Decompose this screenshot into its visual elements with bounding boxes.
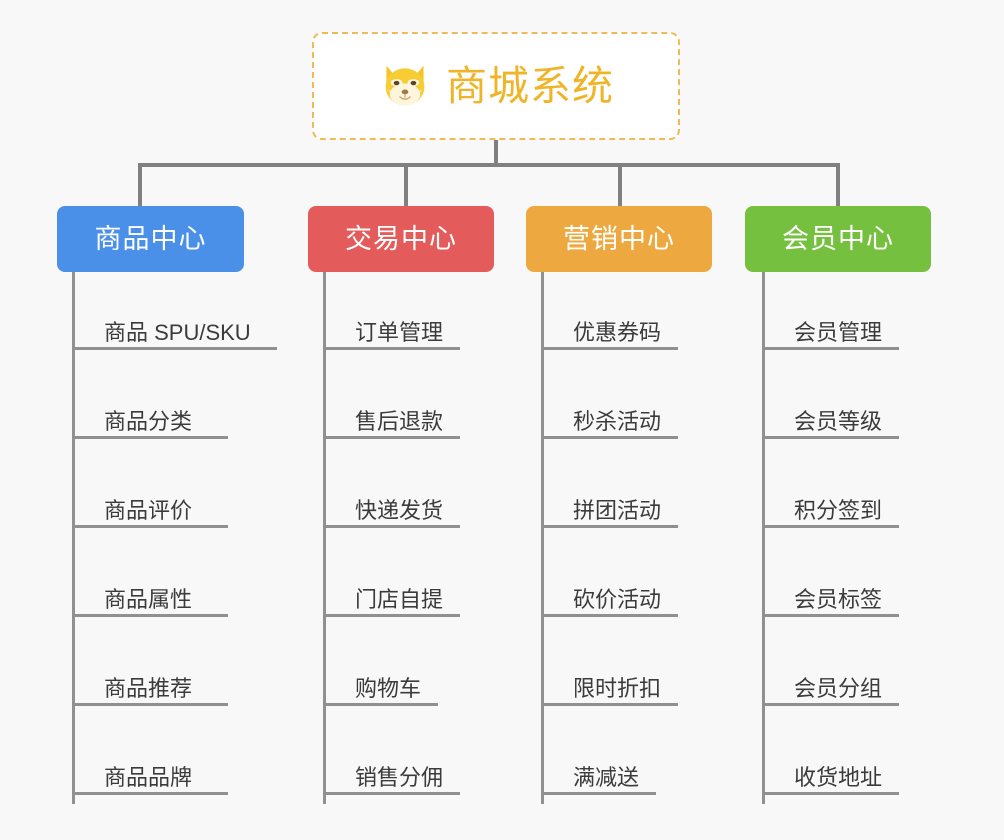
connector-drop-4	[836, 163, 840, 208]
list-item-rule	[762, 792, 899, 795]
connector-horizontal-bus	[138, 163, 838, 167]
list-item-label: 会员分组	[794, 676, 883, 701]
spine-1	[72, 272, 75, 804]
list-item-label: 积分签到	[794, 498, 883, 523]
list-item-rule	[762, 525, 899, 528]
list-item-label: 商品 SPU/SKU	[104, 320, 251, 345]
list-item-rule	[541, 614, 678, 617]
list-item-label: 会员等级	[794, 409, 883, 434]
list-item-label: 砍价活动	[573, 587, 662, 612]
connector-root-stem	[494, 140, 498, 165]
list-item-rule	[541, 347, 678, 350]
list-item-rule	[323, 347, 460, 350]
list-item-rule	[762, 614, 899, 617]
spine-4	[762, 272, 765, 804]
shiba-inu-face-icon	[385, 65, 425, 106]
list-item-label: 秒杀活动	[573, 409, 662, 434]
list-item-rule	[72, 525, 228, 528]
list-item-label: 满减送	[573, 765, 640, 790]
list-item-rule	[323, 614, 460, 617]
connector-drop-2	[404, 163, 408, 208]
spine-2	[323, 272, 326, 804]
list-item-label: 会员标签	[794, 587, 883, 612]
category-label-4: 会员中心	[782, 223, 894, 254]
list-item-rule	[72, 614, 228, 617]
list-item-rule	[762, 347, 899, 350]
list-item-label: 门店自提	[355, 587, 444, 612]
category-header-2[interactable]: 交易中心	[308, 206, 494, 272]
root-node[interactable]: 商城系统	[312, 32, 680, 140]
list-item-rule	[541, 792, 656, 795]
spine-3	[541, 272, 544, 804]
list-item-rule	[323, 703, 438, 706]
list-item-label: 快递发货	[355, 498, 444, 523]
connector-drop-3	[618, 163, 622, 208]
list-item-label: 商品评价	[104, 498, 193, 523]
category-label-3: 营销中心	[563, 223, 675, 254]
list-item-label: 拼团活动	[573, 498, 662, 523]
list-item-label: 商品分类	[104, 409, 193, 434]
list-item-rule	[541, 703, 678, 706]
list-item-label: 商品推荐	[104, 676, 193, 701]
list-item-label: 收货地址	[794, 765, 883, 790]
list-item-label: 限时折扣	[573, 676, 662, 701]
list-item-rule	[72, 436, 228, 439]
list-item-rule	[323, 792, 460, 795]
list-item-label: 商品品牌	[104, 765, 193, 790]
root-title: 商城系统	[446, 62, 614, 109]
list-item-label: 购物车	[355, 676, 422, 701]
list-item-label: 销售分佣	[355, 765, 444, 790]
list-item-rule	[762, 436, 899, 439]
list-item-rule	[323, 525, 460, 528]
list-item-label: 会员管理	[794, 320, 883, 345]
list-item-label: 优惠券码	[573, 320, 662, 345]
list-item-rule	[762, 703, 899, 706]
category-header-1[interactable]: 商品中心	[57, 206, 244, 272]
category-header-4[interactable]: 会员中心	[745, 206, 931, 272]
list-item-rule	[72, 792, 228, 795]
category-header-3[interactable]: 营销中心	[526, 206, 712, 272]
list-item-rule	[541, 525, 678, 528]
connector-drop-1	[138, 163, 142, 208]
list-item-label: 订单管理	[355, 320, 444, 345]
category-label-1: 商品中心	[94, 223, 207, 254]
list-item-label: 售后退款	[355, 409, 444, 434]
list-item-label: 商品属性	[104, 587, 193, 612]
list-item-rule	[72, 347, 277, 350]
list-item-rule	[72, 703, 228, 706]
category-label-2: 交易中心	[345, 223, 457, 254]
list-item-rule	[323, 436, 460, 439]
list-item-rule	[541, 436, 678, 439]
